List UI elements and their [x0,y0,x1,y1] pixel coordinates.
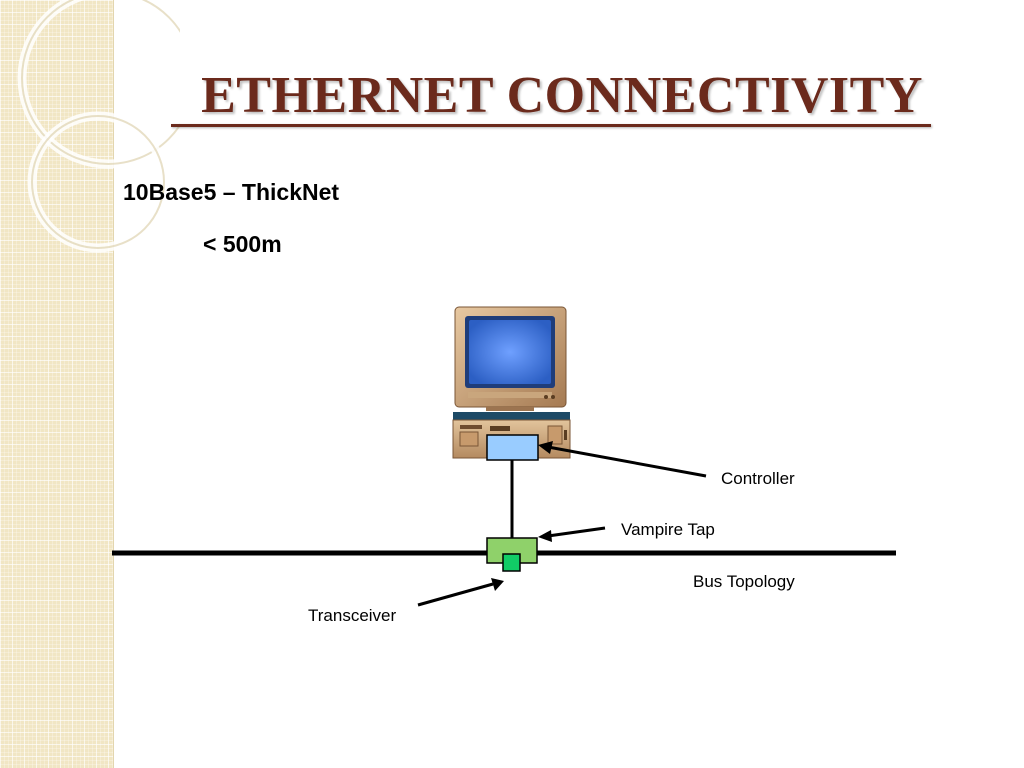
controller-arrow [538,441,707,478]
slide-title-text: ETHERNET CONNECTIVITY [201,67,923,124]
decorative-swirls [17,0,180,253]
max-distance-text: < 500m [203,231,282,257]
controller-label: Controller [721,469,795,488]
computer-icon [452,306,571,459]
transceiver-label: Transceiver [308,606,397,625]
bus-topology-label: Bus Topology [693,572,795,591]
transceiver-box [502,553,521,572]
transceiver-arrow [417,578,504,607]
vampire-tap-label: Vampire Tap [621,520,715,539]
controller-card [486,434,539,461]
title-underline [171,124,931,127]
vampire-tap-arrow [538,526,606,542]
slide-title: ETHERNET CONNECTIVITY [0,66,1024,125]
cable-type-heading: 10Base5 – ThickNet [123,179,340,205]
